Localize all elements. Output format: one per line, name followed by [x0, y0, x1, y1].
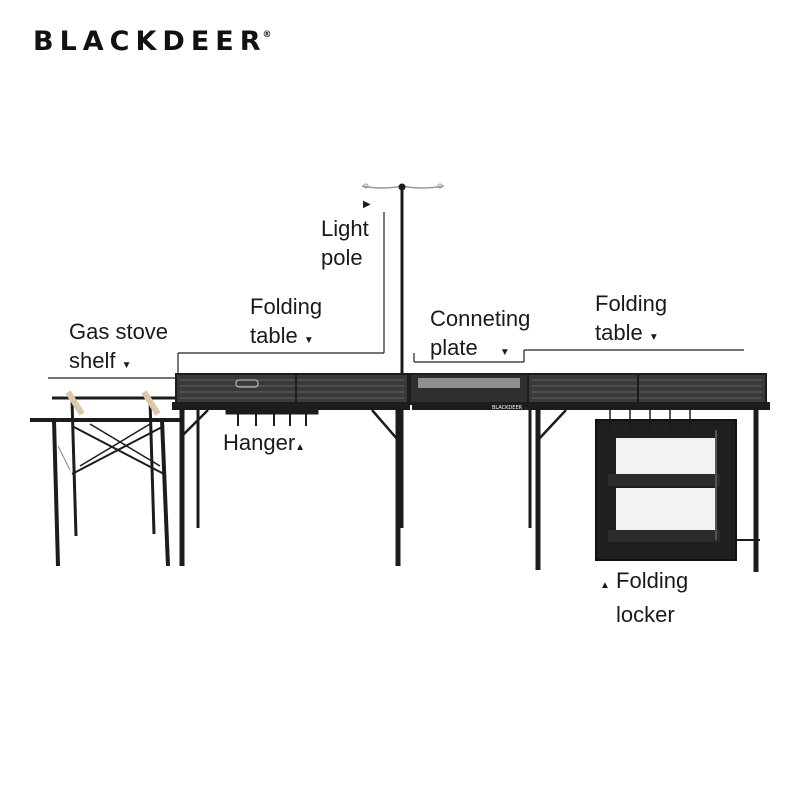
hanger-rack	[225, 407, 319, 426]
label-hanger: Hanger▲	[223, 430, 306, 455]
pointer-down-icon: ▼	[499, 347, 510, 358]
label-folding-locker: ▲ Folding locker	[600, 568, 689, 627]
pointer-up-icon: ▲	[600, 580, 610, 591]
label-light-pole: ▶ Light pole	[321, 190, 371, 272]
connecting-plate: BLACKDEER	[409, 373, 529, 411]
gas-stove-shelf	[30, 390, 182, 567]
brand-logo: BLACKDEER®	[33, 26, 276, 57]
folding-table-left	[172, 373, 410, 566]
registered-mark: ®	[262, 30, 272, 40]
pointer-down-icon: ▼	[303, 335, 314, 346]
label-connecting-plate: Conneting plate ▼	[430, 306, 531, 360]
folding-table-right	[527, 373, 770, 572]
leader-lines	[48, 212, 744, 379]
label-gas-stove-shelf: Gas stove shelf ▼	[69, 319, 169, 373]
pointer-down-icon: ▼	[648, 332, 659, 343]
pointer-right-icon: ▶	[363, 199, 371, 210]
label-folding-table-right: Folding table ▼	[595, 291, 668, 345]
light-pole	[361, 183, 445, 380]
plate-print: BLACKDEER	[492, 405, 523, 411]
brand-name: BLACKDEER	[33, 26, 267, 57]
folding-locker	[595, 410, 760, 561]
label-folding-table-left: Folding table ▼	[250, 294, 323, 348]
pointer-up-icon: ▲	[295, 442, 306, 453]
pointer-down-icon: ▼	[121, 360, 132, 371]
